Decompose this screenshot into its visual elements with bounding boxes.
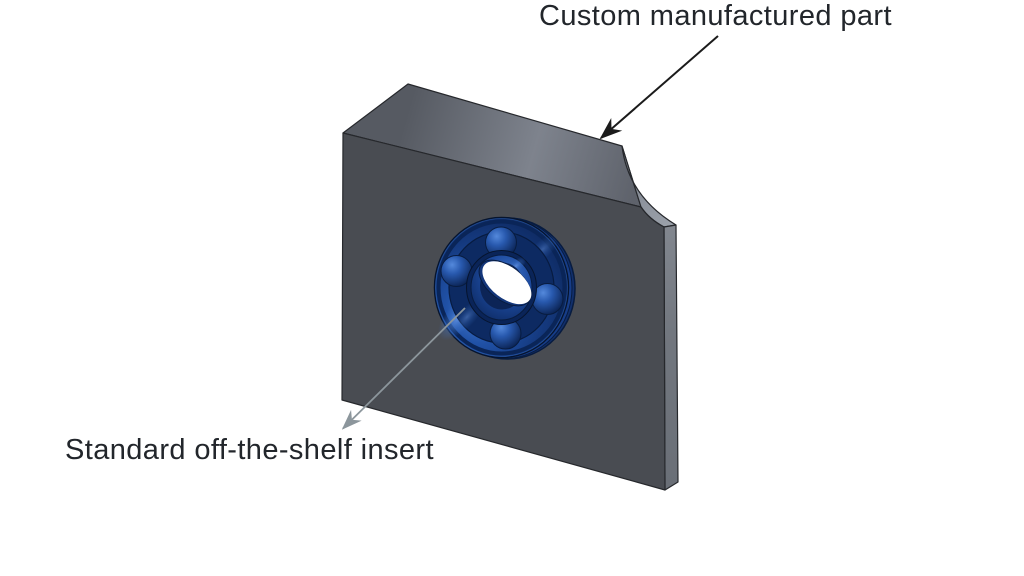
leader-arrow-insert	[341, 307, 466, 430]
bearing-outer-chamfer-ring	[436, 219, 567, 356]
bearing-rim-line	[435, 218, 568, 357]
bearing-insert	[433, 216, 576, 360]
bearing-bore	[482, 261, 532, 305]
leader-arrow-custom-part	[599, 35, 719, 140]
label-insert: Standard off-the-shelf insert	[65, 434, 434, 466]
plate-side-face	[663, 224, 679, 491]
label-custom-part: Custom manufactured part	[539, 0, 892, 32]
